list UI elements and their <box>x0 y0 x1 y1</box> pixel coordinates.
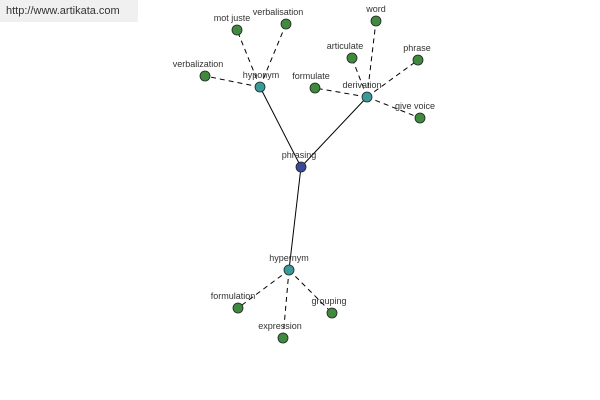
edge-phrasing-hyponym <box>259 86 302 168</box>
edge-derivation-articulate <box>351 57 368 98</box>
node-label-derivation: derivation <box>342 80 381 90</box>
edge-phrasing-hypernym <box>288 166 302 271</box>
node-label-give-voice: give voice <box>395 101 435 111</box>
node-verbalization[interactable]: verbalization <box>173 59 224 82</box>
node-label-phrasing: phrasing <box>282 150 317 160</box>
edge-hypernym-grouping <box>288 269 333 314</box>
node-dot-verbalisation[interactable] <box>280 18 292 30</box>
node-mot-juste[interactable]: mot juste <box>214 13 251 36</box>
node-dot-hyponym[interactable] <box>254 81 266 93</box>
watermark-url: http://www.artikata.com <box>0 0 138 22</box>
edge-hyponym-mot-juste <box>236 29 261 88</box>
node-verbalisation[interactable]: verbalisation <box>253 7 304 30</box>
edge-derivation-give-voice <box>366 96 421 119</box>
edge-hypernym-formulation <box>237 269 290 309</box>
node-hyponym[interactable]: hyponym <box>243 70 280 93</box>
node-phrasing[interactable]: phrasing <box>282 150 317 173</box>
node-dot-give-voice[interactable] <box>414 112 426 124</box>
nodes-layer: phrasing hyponym derivation hypernym mot jus… <box>173 4 435 344</box>
edge-derivation-phrase <box>366 59 419 98</box>
node-expression[interactable]: expression <box>258 321 302 344</box>
node-dot-phrase[interactable] <box>412 54 424 66</box>
node-label-hyponym: hyponym <box>243 70 280 80</box>
node-dot-phrasing[interactable] <box>295 161 307 173</box>
node-phrase[interactable]: phrase <box>403 43 431 66</box>
edge-derivation-word <box>366 20 377 98</box>
node-dot-expression[interactable] <box>277 332 289 344</box>
node-hypernym[interactable]: hypernym <box>269 253 309 276</box>
node-dot-word[interactable] <box>370 15 382 27</box>
node-label-verbalization: verbalization <box>173 59 224 69</box>
node-label-verbalisation: verbalisation <box>253 7 304 17</box>
node-label-formulation: formulation <box>211 291 256 301</box>
node-dot-hypernym[interactable] <box>283 264 295 276</box>
node-dot-derivation[interactable] <box>361 91 373 103</box>
edge-hyponym-verbalization <box>204 75 261 88</box>
node-label-expression: expression <box>258 321 302 331</box>
node-formulation[interactable]: formulation <box>211 291 256 314</box>
node-label-phrase: phrase <box>403 43 431 53</box>
node-label-formulate: formulate <box>292 71 330 81</box>
edge-hyponym-verbalisation <box>259 23 287 88</box>
node-dot-articulate[interactable] <box>346 52 358 64</box>
edge-phrasing-derivation <box>300 96 368 168</box>
node-label-mot-juste: mot juste <box>214 13 251 23</box>
node-formulate[interactable]: formulate <box>292 71 330 94</box>
node-grouping[interactable]: grouping <box>311 296 347 319</box>
node-articulate[interactable]: articulate <box>327 41 364 64</box>
node-give-voice[interactable]: give voice <box>395 101 435 124</box>
node-derivation[interactable]: derivation <box>342 80 382 103</box>
node-dot-formulate[interactable] <box>309 82 321 94</box>
node-label-hypernym: hypernym <box>269 253 309 263</box>
node-label-word: word <box>365 4 386 14</box>
node-word[interactable]: word <box>365 4 386 27</box>
node-label-grouping: grouping <box>311 296 346 306</box>
node-dot-mot-juste[interactable] <box>231 24 243 36</box>
node-dot-verbalization[interactable] <box>199 70 211 82</box>
node-dot-formulation[interactable] <box>232 302 244 314</box>
node-label-articulate: articulate <box>327 41 364 51</box>
edges-layer <box>204 20 421 339</box>
node-dot-grouping[interactable] <box>326 307 338 319</box>
edge-hypernym-expression <box>282 269 290 339</box>
